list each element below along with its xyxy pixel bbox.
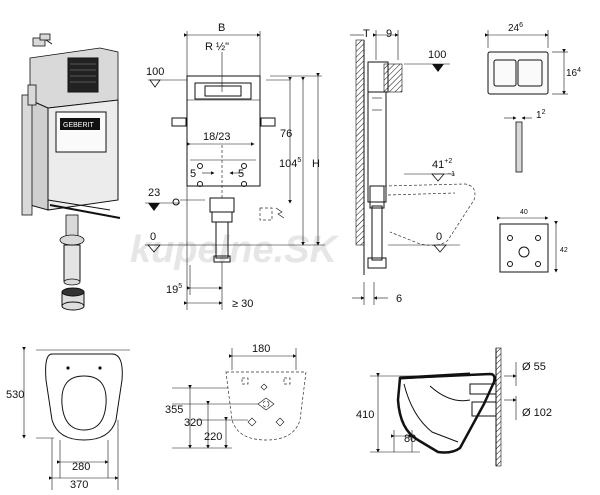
frame-3d-illustration: GEBERIT (21, 33, 121, 311)
svg-text:GEBERIT: GEBERIT (63, 122, 94, 129)
dim-5-left: 5 (190, 168, 196, 180)
side-height: 410 (356, 409, 374, 421)
large-flush-button (517, 59, 543, 87)
dim-18-23: 18/23 (203, 131, 231, 143)
pipe-55: Ø 55 (522, 361, 546, 373)
side-level-100: 100 (428, 49, 446, 61)
plate-height: 164 (566, 67, 581, 79)
dim-ge30: ≥ 30 (232, 298, 253, 310)
dim-B: B (218, 22, 225, 34)
bowl-side-view: 410 80 Ø 55 Ø 102 (356, 347, 552, 467)
pipe-102: Ø 102 (522, 407, 552, 419)
service-panel: 40 42 (497, 209, 568, 273)
level-0: 0 (150, 231, 156, 243)
dim-H: H (312, 158, 320, 170)
dim-19: 195 (166, 283, 182, 296)
dim-5-right: 5 (238, 168, 244, 180)
watermark: kupelne.SK (130, 229, 339, 271)
panel-height: 42 (560, 247, 568, 254)
dim-104: 1045 (279, 157, 301, 170)
bowl-inner-width: 280 (72, 461, 90, 473)
bowl-length: 530 (6, 389, 24, 401)
rear-220: 220 (204, 431, 222, 443)
bowl-top-view: 530 280 370 (6, 347, 130, 491)
rear-320: 320 (184, 417, 202, 429)
bowl-outer-width: 370 (70, 479, 88, 491)
rear-355: 355 (165, 404, 183, 416)
plug-icon (32, 33, 53, 47)
electrical-socket-icon (259, 207, 285, 221)
panel-width: 40 (520, 209, 528, 216)
dim-T: T (363, 28, 370, 40)
dim-6: 6 (396, 293, 402, 305)
dim-41-tol: −1 (447, 171, 455, 178)
plate-thickness: 12 (536, 109, 546, 121)
side-80: 80 (404, 433, 416, 445)
side-view: T 9 100 41+2 −1 0 6 (350, 28, 476, 305)
bowl-rear-view: 180 355 320 220 (165, 343, 307, 449)
rear-width: 180 (252, 343, 270, 355)
dim-R: R ½" (205, 41, 229, 53)
flush-plate: 246 164 12 (485, 22, 581, 173)
dim-76: 76 (280, 128, 292, 140)
small-flush-button (493, 59, 517, 87)
side-level-0: 0 (436, 231, 442, 243)
level-100: 100 (146, 66, 164, 78)
dim-9: 9 (386, 28, 392, 40)
level-23: 23 (148, 187, 160, 199)
plate-width: 246 (508, 22, 523, 34)
pipe-connector-icon (61, 287, 85, 311)
dim-41: 41+2 (432, 158, 452, 171)
front-view: B R ½" 18/23 5 5 (145, 22, 325, 310)
